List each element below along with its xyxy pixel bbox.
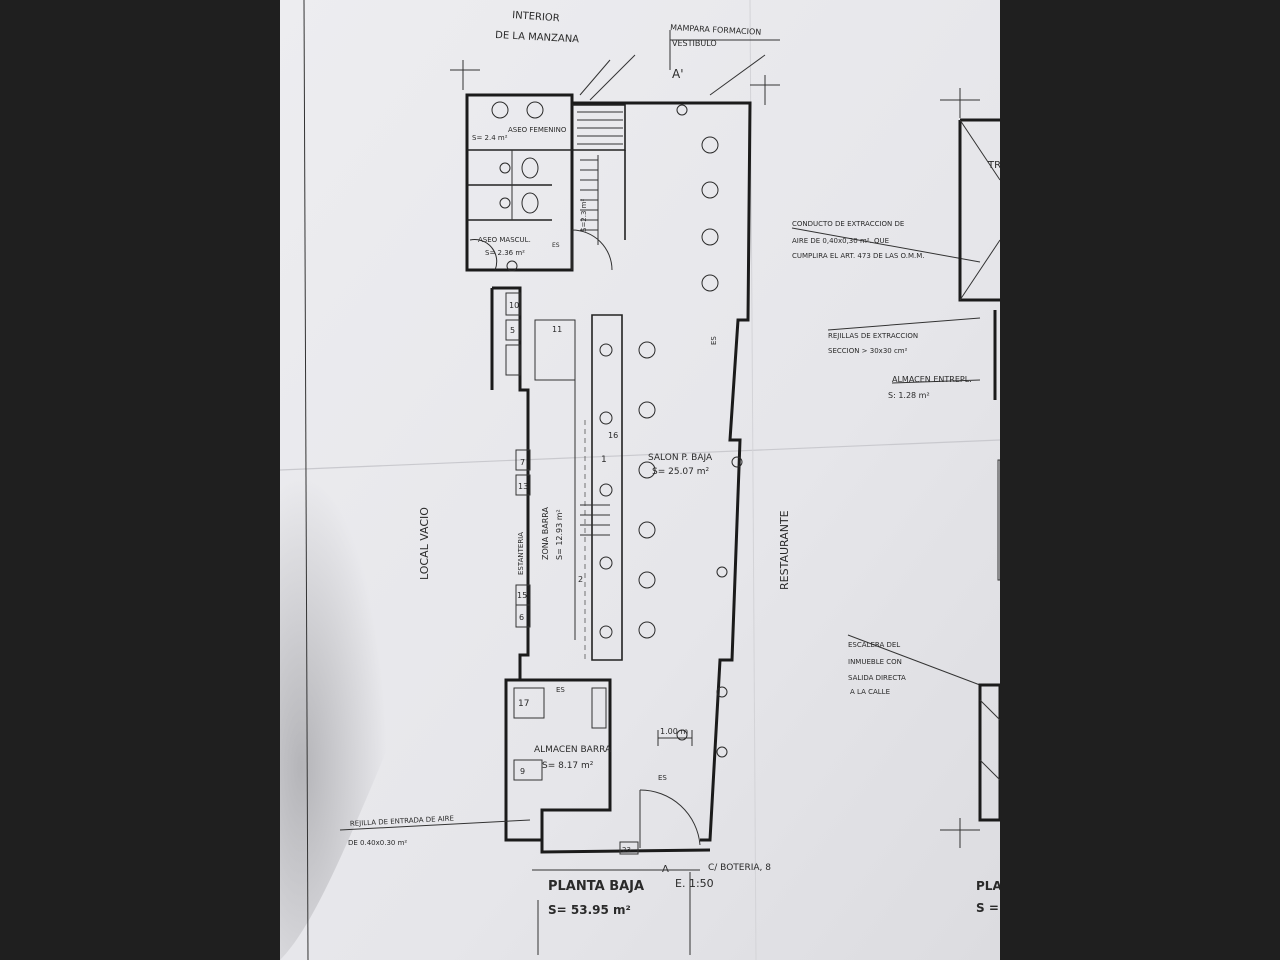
note-rejillas-2: SECCION > 30x30 cm² — [828, 347, 908, 355]
tag-2: 2 — [578, 575, 583, 584]
tag-9: 9 — [520, 767, 525, 776]
label-restaurante: RESTAURANTE — [778, 510, 791, 590]
room-aseo-masc-area: S= 2.36 m² — [485, 249, 525, 257]
tag-1: 1 — [601, 455, 607, 465]
section-marker-top: A' — [672, 67, 684, 81]
note-conducto-3: CUMPLIRA EL ART. 473 DE LAS O.M.M. — [792, 252, 925, 260]
label-vestibulo: VESTIBULO — [672, 39, 717, 48]
right-plan-title: PLA — [976, 879, 1000, 893]
aseos-fixtures — [467, 101, 613, 272]
sheet-border-left — [303, 0, 309, 960]
note-conducto-1: CONDUCTO DE EXTRACCION DE — [792, 220, 904, 228]
room-aseo-masc: ASEO MASCUL. — [478, 236, 531, 244]
paper-sheet: INTERIOR DE LA MANZANA MAMPARA FORMACION… — [280, 0, 1000, 960]
entrance-door — [619, 730, 701, 855]
label-estanteria: ESTANTERIA — [517, 532, 525, 575]
tag-es-salon: ES — [710, 336, 718, 345]
tag-13: 13 — [518, 482, 528, 491]
note-rejilla-2: DE 0.40x0.30 m² — [348, 839, 407, 847]
note-rejillas-1: REJILLAS DE EXTRACCION — [828, 332, 918, 340]
tag-es-entrance: ES — [658, 774, 667, 782]
paper-fold-vertical — [749, 0, 757, 960]
tag-7: 7 — [520, 458, 525, 467]
crop-marks — [450, 60, 980, 848]
bar-counter — [505, 292, 623, 781]
dim-door: 1.00 m — [660, 727, 688, 736]
stairs-treads — [577, 54, 636, 245]
floor-plan-drawing: INTERIOR DE LA MANZANA MAMPARA FORMACION… — [280, 0, 1000, 960]
room-zona-barra: ZONA BARRA — [541, 506, 550, 560]
note-almacen-entrepl: ALMACEN ENTREPL. — [892, 375, 972, 384]
note-escalera-1: ESCALERA DEL — [848, 641, 900, 649]
tag-10: 10 — [509, 301, 519, 310]
plan-title: PLANTA BAJA — [548, 879, 644, 894]
room-almacen-area: S= 8.17 m² — [542, 761, 594, 771]
tag-23: 23 — [622, 846, 631, 854]
note-escalera-3: SALIDA DIRECTA — [848, 674, 906, 682]
note-escalera-2: INMUEBLE CON — [848, 658, 902, 666]
light-fixtures — [599, 104, 743, 758]
tag-16: 16 — [608, 431, 618, 440]
tag-es-aseo: ES — [552, 242, 560, 249]
room-salon-area: S= 25.07 m² — [652, 467, 710, 477]
room-escalera-area: S=2.3 m² — [580, 199, 588, 232]
room-almacen: ALMACEN BARRA — [534, 745, 612, 755]
tag-5: 5 — [510, 326, 515, 335]
room-zona-barra-area: S= 12.93 m² — [555, 509, 564, 560]
note-escalera-4: A LA CALLE — [850, 688, 890, 696]
label-local-vacio: LOCAL VACIO — [418, 507, 431, 580]
photo-shadow — [280, 478, 422, 960]
right-plan-area: S = — [976, 901, 999, 915]
label-de-la-manzana: DE LA MANZANA — [495, 30, 580, 45]
tag-es-almacen: ES — [556, 686, 565, 694]
tag-6: 6 — [519, 613, 524, 622]
right-tag-tr: TR — [987, 160, 1000, 171]
label-interior: INTERIOR — [512, 10, 560, 24]
note-conducto-2: AIRE DE 0,40x0,30 m². QUE — [792, 237, 889, 245]
room-salon: SALON P. BAJA — [648, 453, 713, 463]
note-almacen-entrepl-area: S: 1.28 m² — [888, 391, 930, 400]
room-aseo-fem-area: S= 2.4 m² — [472, 134, 508, 142]
plan-total-area: S= 53.95 m² — [548, 903, 631, 917]
tag-11: 11 — [552, 325, 562, 334]
section-marker-bottom: A — [662, 864, 669, 875]
label-calle: C/ BOTERIA, 8 — [708, 863, 771, 873]
plan-scale: E. 1:50 — [675, 877, 714, 890]
plan-walls — [465, 93, 752, 854]
paper-fold-horizontal — [280, 439, 1000, 471]
tag-17: 17 — [518, 699, 529, 709]
right-partial-plan — [958, 118, 1000, 822]
tag-15: 15 — [517, 591, 527, 600]
leader-lines — [339, 30, 981, 831]
text-layer: INTERIOR DE LA MANZANA MAMPARA FORMACION… — [348, 10, 1000, 917]
room-aseo-fem: ASEO FEMENINO — [508, 126, 567, 134]
